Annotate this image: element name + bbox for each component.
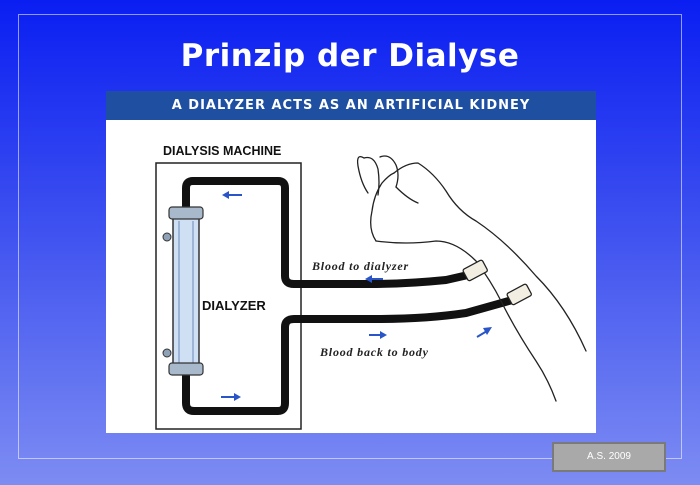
dialysis-diagram: DIALYSIS MACHINE DIALYZER Blood to dialy… [155,144,587,430]
arrow-into-arm-icon [476,327,492,338]
arm-illustration [356,155,587,402]
slide-frame [18,14,682,459]
arrow-back-to-body-icon [369,331,387,339]
arrow-to-dialyzer-icon [365,275,383,283]
arrow-bottom-right-icon [221,393,241,401]
dialyzer-cylinder [162,206,204,376]
machine-label: DIALYSIS MACHINE [163,144,281,158]
slide-title: Prinzip der Dialyse [180,38,520,74]
dialyzer-label: DIALYZER [202,298,266,313]
needle-connectors [462,259,532,306]
tube-to-dialyzer [182,177,472,288]
dialysis-figure: A DIALYZER ACTS AS AN ARTIFICIAL KIDNEY … [106,91,596,433]
blood-to-dialyzer-label: Blood to dialyzer [311,259,409,273]
tube-back-to-body [182,295,520,415]
figure-banner: A DIALYZER ACTS AS AN ARTIFICIAL KIDNEY [106,91,596,120]
credit-box: A.S. 2009 [552,442,666,472]
arrow-top-left-icon [222,191,242,199]
blood-back-to-body-label: Blood back to body [319,345,429,359]
machine-box [155,162,302,430]
